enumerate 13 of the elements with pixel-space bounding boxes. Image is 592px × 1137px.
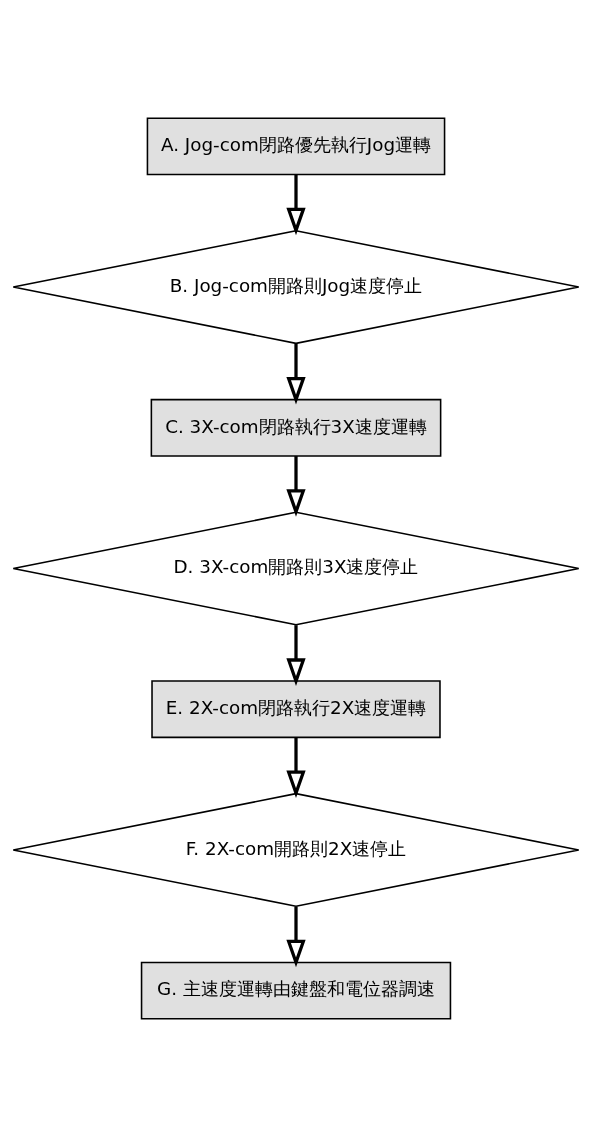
node-box: G. 主速度運轉由鍵盤和電位器調速 [140, 961, 452, 1020]
node-diamond: D. 3X-com開路則3X速度停止 [12, 511, 580, 626]
arrow [286, 343, 306, 405]
node-box: E. 2X-com閉路執行2X速度運轉 [151, 680, 441, 739]
arrow [286, 906, 306, 968]
arrow [286, 456, 306, 517]
arrow [286, 174, 306, 236]
node-box: A. Jog-com閉路優先執行Jog運轉 [146, 117, 446, 176]
node-diamond: B. Jog-com開路則Jog速度停止 [12, 230, 580, 345]
node-box: C. 3X-com閉路執行3X速度運轉 [150, 398, 442, 457]
arrow [286, 625, 306, 686]
node-diamond: F. 2X-com開路則2X速停止 [12, 792, 580, 907]
arrow [286, 737, 306, 799]
